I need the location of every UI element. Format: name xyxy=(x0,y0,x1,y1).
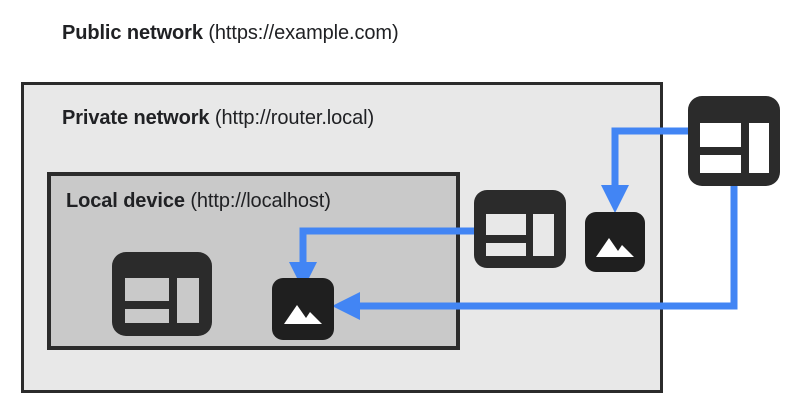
browser-window-icon-public-network[interactable] xyxy=(688,96,780,186)
zone-address-local-device: (http://localhost) xyxy=(190,190,331,212)
image-resource-icon-local-device[interactable] xyxy=(272,278,334,340)
browser-window-icon-local-device[interactable] xyxy=(112,252,212,336)
zone-label-private-network: Private network (http://router.local) xyxy=(62,107,374,130)
zone-title-public-network: Public network xyxy=(62,22,203,44)
zone-title-private-network: Private network xyxy=(62,107,210,129)
zone-address-private-network: (http://router.local) xyxy=(214,107,375,129)
browser-window-icon-private-network[interactable] xyxy=(474,190,566,268)
image-resource-icon-private-network[interactable] xyxy=(585,212,645,272)
zone-label-local-device: Local device (http://localhost) xyxy=(66,190,331,213)
zone-address-public-network: (https://example.com) xyxy=(208,22,399,44)
zone-title-local-device: Local device xyxy=(66,190,185,212)
zone-label-public-network: Public network (https://example.com) xyxy=(62,22,399,45)
